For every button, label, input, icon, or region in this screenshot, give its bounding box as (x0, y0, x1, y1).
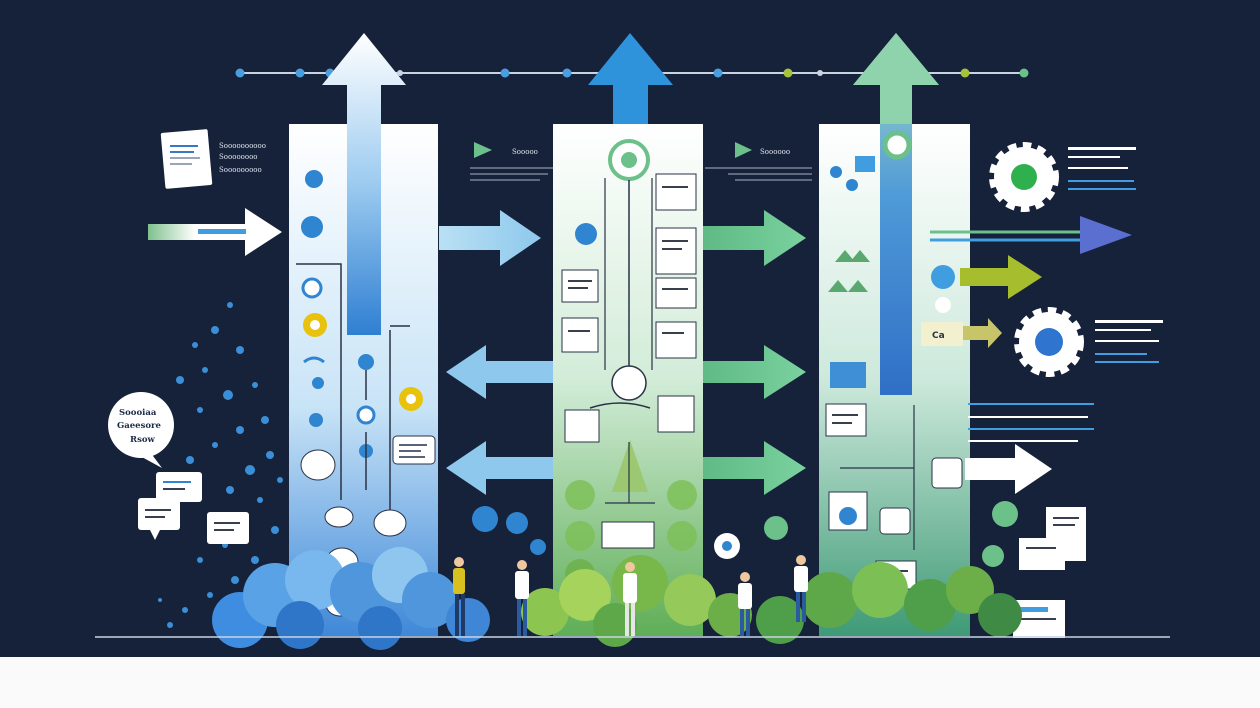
arrow-up-icon (322, 33, 406, 335)
document-icon (160, 129, 213, 189)
flag-icon (474, 142, 492, 158)
chat-bubble-icon: Soooiaa Gaeesore Rsow (108, 392, 174, 468)
document-icon (1013, 507, 1086, 638)
arrow-right-icon (703, 441, 806, 495)
arrow-double-icon (446, 345, 512, 399)
person-figure (453, 557, 465, 636)
sign-label: Ca (932, 331, 945, 341)
person-figure (623, 562, 637, 636)
legend-lines (968, 147, 1163, 442)
process-diagram: Soooooooooo Soooooooo Sooooooooo Sooooo … (0, 0, 1260, 657)
gear-icon (1014, 307, 1084, 377)
timeline-lines (470, 167, 812, 181)
pillar-1-flow (296, 170, 410, 518)
arrow-double-icon (446, 441, 553, 495)
flag-icon (735, 142, 752, 158)
cloud-left (212, 547, 490, 650)
gear-icon (303, 313, 327, 337)
diagram-canvas: Soooooooooo Soooooooo Sooooooooo Sooooo … (95, 33, 1170, 650)
gear-icon (399, 387, 423, 411)
chat-bubble-icon (138, 472, 249, 544)
arrow-right-icon (965, 444, 1052, 494)
gear-icon (989, 142, 1059, 212)
arrow-up-icon (588, 33, 673, 124)
sign: Ca (921, 322, 963, 346)
caption-line: Soooooo (760, 148, 790, 156)
arrow-right-icon (703, 210, 806, 266)
arrow-right-icon (148, 208, 282, 256)
person-figure (515, 560, 529, 636)
person-figure (738, 572, 752, 636)
caption-line: Sooooooooo (219, 166, 262, 174)
arrow-right-icon (930, 216, 1132, 254)
floating-icons (472, 501, 1018, 567)
bottom-strip (0, 657, 1260, 708)
caption-line: Soooooooooo (219, 142, 266, 150)
arrow-up-icon (853, 33, 939, 395)
bubble-line: Gaeesore (117, 421, 162, 431)
bubble-line: Soooiaa (119, 408, 157, 418)
chat-bubble-icon (392, 435, 436, 465)
arrow-right-icon (962, 318, 1002, 348)
pillar-2-flow (561, 139, 697, 589)
cloud-right (756, 562, 1022, 644)
caption-line: Sooooo (512, 148, 538, 156)
arrow-right-icon (703, 345, 806, 399)
arrow-right-icon (960, 255, 1042, 299)
caption-line: Soooooooo (219, 153, 258, 161)
arrow-right-icon (439, 210, 541, 266)
bubble-line: Rsow (130, 435, 156, 445)
person-figure (794, 555, 808, 622)
